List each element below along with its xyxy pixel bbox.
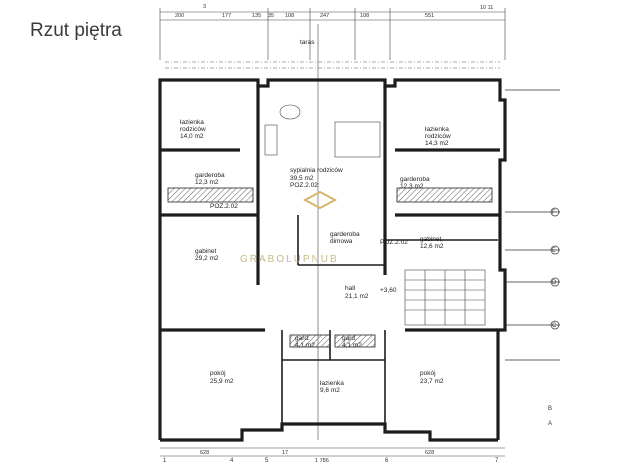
room-garderoba-mid-name: garderoba [330, 231, 360, 238]
room-gard-right-area: 4,1 m2 [342, 342, 362, 349]
staircase [404, 269, 486, 326]
room-pokoj-left-area: 25,9 m2 [210, 378, 234, 385]
top-dim-7: 108 [360, 13, 369, 19]
axis-marker-3: C [552, 323, 557, 329]
room-hall-name: hall [345, 285, 356, 292]
bottom-dim-0: 628 [200, 450, 209, 456]
room-garderoba-mid-area: dimowa [330, 238, 353, 245]
room-lazienka-left-area: 14,0 m2 [180, 133, 204, 140]
top-dim-2: 177 [222, 13, 231, 19]
top-dim-0: 200 [175, 13, 184, 19]
internal-walls [160, 86, 500, 424]
axis-marker-0: F [552, 210, 556, 216]
top-dim-6: 247 [320, 13, 329, 19]
room-gard-left-name: gard. [295, 335, 310, 342]
watermark-logo-icon [302, 190, 338, 210]
room-lazienka-left-name-2: rodziców [180, 126, 206, 133]
room-gard-right-name: gard. [342, 335, 357, 342]
axis-marker-1: E [552, 248, 556, 254]
room-pokoj-left-name: pokój [210, 370, 226, 377]
wardrobe-bottom-right [334, 334, 376, 348]
room-pokoj-right-name: pokój [420, 370, 436, 377]
room-gabinet-right-area: 12,6 m2 [420, 243, 444, 250]
bottom-dim-3: 628 [425, 450, 434, 456]
room-lazienka-left-name: łazienka [180, 119, 204, 126]
room-garderoba-right-area: 12,3 m2 [400, 183, 424, 190]
axis-bottom-3: 6 [385, 458, 389, 464]
top-dim-9: 10 11 [480, 5, 493, 11]
room-gabinet-right-name: gabinet [420, 236, 442, 243]
bed [334, 121, 381, 158]
poz-label-1: POZ.2.02 [290, 182, 318, 189]
right-axis-markers: F E D C B A [505, 89, 560, 427]
top-dim-4: 35 [268, 13, 274, 19]
page-title: Rzut piętra [30, 20, 122, 41]
bottom-axis-markers: 1 4 5 6 7 [163, 458, 499, 464]
bathtub [279, 104, 301, 120]
room-sypialnia-area: 39,5 m2 [290, 175, 314, 182]
poz-label-2: POZ.2.02 [380, 239, 408, 246]
top-dim-5: 108 [285, 13, 294, 19]
sofa [264, 124, 278, 156]
top-dimension-line: 200 3 177 135 35 108 247 108 551 10 11 [159, 4, 506, 60]
room-gabinet-left-area: 29,2 m2 [195, 255, 219, 262]
bottom-dimension-line: 628 17 1 786 628 [160, 447, 505, 464]
taras-label: taras [300, 39, 315, 46]
room-lazienka-bottom-name: łazienka [320, 380, 344, 387]
room-lazienka-right-name-2: rodziców [425, 133, 451, 140]
bottom-dim-1: 17 [282, 450, 288, 456]
wardrobe-right [396, 187, 493, 203]
room-garderoba-left-name: garderoba [195, 172, 225, 179]
room-garderoba-right-name: garderoba [400, 176, 430, 183]
top-dim-1: 3 [203, 4, 206, 10]
axis-marker-5: A [548, 421, 552, 427]
wardrobe-bottom-left [289, 334, 331, 348]
room-labels: łazienka rodziców 14,0 m2 sypialnia rodz… [180, 119, 451, 394]
room-pokoj-right-area: 23,7 m2 [420, 378, 444, 385]
poz-label-3: POZ.2.02 [210, 203, 238, 210]
room-lazienka-right-area: 14,3 m2 [425, 140, 449, 147]
axis-bottom-2: 5 [265, 458, 269, 464]
level-label: +3,60 [380, 287, 397, 294]
room-lazienka-bottom-area: 9,6 m2 [320, 387, 340, 394]
watermark-text: GRABOLUPNUB [240, 254, 339, 265]
room-hall-area: 21,1 m2 [345, 293, 369, 300]
room-lazienka-right-name: łazienka [425, 126, 449, 133]
axis-bottom-0: 1 [163, 458, 167, 464]
top-dim-8: 551 [425, 13, 434, 19]
room-gabinet-left-name: gabinet [195, 248, 217, 255]
room-sypialnia-name: sypialnia rodziców [290, 167, 343, 174]
top-dim-3: 135 [252, 13, 261, 19]
room-gard-left-area: 4,1 m2 [295, 342, 315, 349]
bottom-dim-2: 1 786 [315, 458, 329, 464]
axis-marker-2: D [552, 280, 557, 286]
axis-bottom-1: 4 [230, 458, 234, 464]
wardrobe-left [167, 187, 254, 203]
room-garderoba-left-area: 12,3 m2 [195, 179, 219, 186]
axis-marker-4: B [548, 406, 552, 412]
axis-bottom-4: 7 [495, 458, 499, 464]
